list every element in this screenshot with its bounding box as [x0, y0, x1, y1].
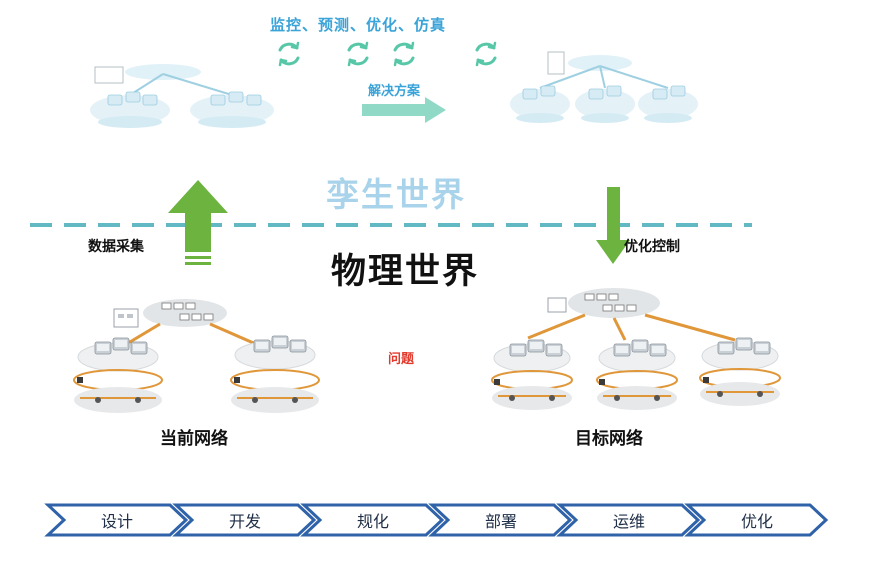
physical-world-title: 物理世界: [331, 252, 480, 292]
cycle-icon-predict: [347, 41, 369, 67]
cycle-icon-monitor: [278, 41, 300, 67]
lifecycle-stage-label: 运维: [612, 512, 645, 531]
solution-arrow: [362, 97, 446, 123]
chevron-stage-4: [428, 503, 573, 537]
twin-activities-label: 监控、预测、优化、仿真: [270, 16, 447, 34]
target-network-label: 目标网络: [575, 429, 643, 449]
chevron-stage-5: [556, 503, 701, 537]
twin-placeholder-box-2: [547, 51, 565, 75]
chevron-stage-2: [172, 503, 317, 537]
cycle-icons: [278, 41, 497, 67]
lifecycle-stage-label: 设计: [100, 512, 133, 531]
twin-core-ellipse-2: [568, 55, 632, 71]
data-collection-label: 数据采集: [88, 239, 144, 255]
chevron-stage-1: [44, 503, 189, 537]
twin-target-network: [510, 51, 698, 123]
lifecycle-chevrons: [44, 503, 829, 537]
lifecycle-stage-label: 优化: [740, 512, 773, 531]
optimize-control-arrow: [596, 187, 630, 264]
target-core-ellipse: [568, 288, 660, 318]
cycle-icon-simulate: [475, 41, 497, 67]
twin-current-network: [90, 64, 274, 128]
data-collection-arrow: [168, 180, 228, 265]
issue-label: 问题: [388, 352, 415, 367]
twin-world-title: 孪生世界: [326, 175, 466, 214]
chevron-stage-3: [300, 503, 445, 537]
chevron-stage-6: [684, 503, 829, 537]
target-network-graphic: [491, 288, 781, 410]
current-network-graphic: [73, 299, 320, 413]
lifecycle-stage-label: 部署: [484, 512, 517, 531]
twin-placeholder-box: [94, 66, 124, 84]
current-core-ellipse: [143, 299, 227, 327]
lifecycle-stage-label: 规化: [356, 512, 389, 531]
twin-core-ellipse: [125, 64, 201, 80]
current-network-label: 当前网络: [160, 429, 228, 449]
optimize-control-label: 优化控制: [624, 239, 680, 255]
lifecycle-stage-label: 开发: [228, 512, 261, 531]
cycle-icon-optimize: [393, 41, 415, 67]
solution-label: 解决方案: [368, 84, 421, 99]
